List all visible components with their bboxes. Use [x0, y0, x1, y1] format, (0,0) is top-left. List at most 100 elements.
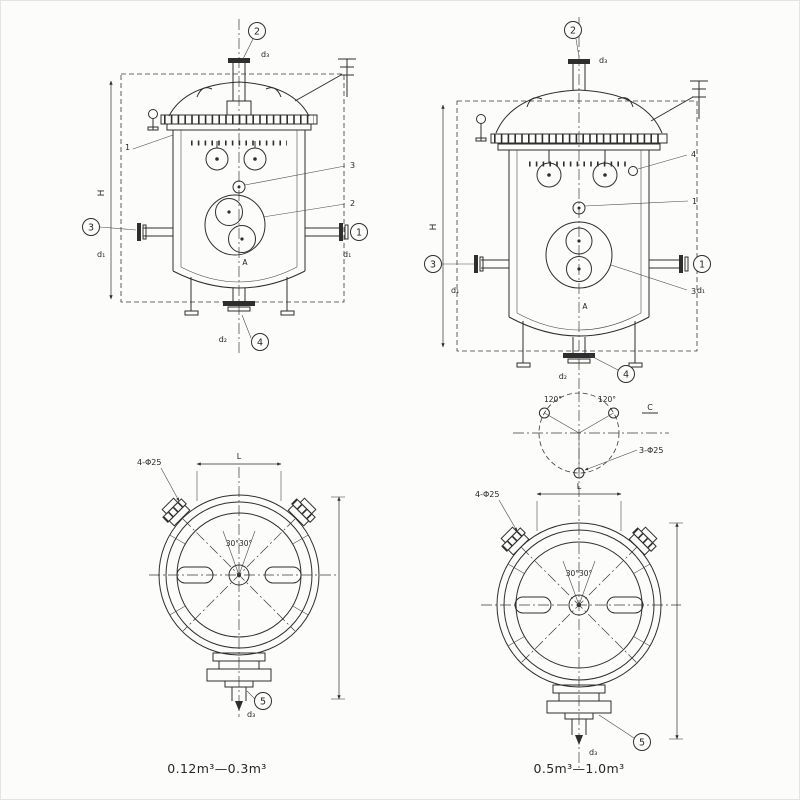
callout-4-label: 4	[257, 338, 263, 349]
top-nozzle	[226, 58, 252, 116]
callout-balloon-3: 3	[82, 218, 137, 236]
sight-glasses	[205, 141, 267, 171]
bolt-circle-detail: 120° 120° C 3-Φ25	[513, 392, 669, 479]
left-vessel-elevation: H 1 3 2 2 3 1 4 d₃ d₁ d₁ d₂ A	[82, 19, 368, 353]
center-fitting	[232, 180, 246, 194]
captions: 0.12m³—0.3m³ 0.5m³—1.0m³	[167, 761, 624, 776]
shoulder-valve	[147, 109, 159, 131]
dim-label-A: A	[242, 258, 248, 267]
bottom-head-and-skirt	[508, 312, 650, 368]
bolt-note-leader	[160, 467, 180, 502]
dim-label-30-30: 30°30°	[226, 539, 253, 548]
callout-balloon-2: 2	[564, 21, 582, 58]
bottom-head-and-skirt	[172, 266, 306, 316]
dim-label-d3-outlet: d₃	[247, 710, 255, 719]
bolt-note-4-phi25: 4-Φ25	[137, 458, 161, 467]
callout-3-label: 3	[88, 223, 94, 234]
callout-balloon-5: 5	[598, 714, 651, 751]
manhole	[545, 221, 613, 289]
left-side-nozzle	[474, 255, 509, 273]
shell	[508, 150, 650, 317]
right-side-nozzle	[305, 223, 349, 241]
handhole-slot-left	[514, 596, 552, 614]
dim-label-d2-bottom: d₂	[219, 335, 227, 344]
side-dimension	[331, 496, 345, 700]
body-flange	[160, 114, 318, 131]
rim-spokes	[169, 534, 309, 616]
part-leaders	[584, 154, 689, 291]
dim-label-d3-outlet: d₃	[589, 748, 597, 757]
length-dimension	[196, 462, 282, 501]
manhole	[204, 194, 266, 256]
part-number-4: 4	[691, 150, 696, 159]
dim-label-H: H	[97, 190, 107, 197]
dim-label-120-right: 120°	[598, 395, 616, 404]
callout-balloon-1: 1	[693, 255, 711, 273]
dim-label-L: L	[577, 482, 582, 491]
dim-label-30-30: 30°30°	[566, 569, 593, 578]
top-nozzle	[568, 59, 590, 90]
plan-circles	[496, 522, 662, 688]
plan-nozzle-upper-left	[161, 497, 191, 527]
section-label-C: C	[647, 403, 653, 412]
bottom-nozzle	[563, 337, 595, 364]
rim-spokes	[507, 563, 651, 647]
dome-head	[495, 89, 663, 134]
length-dimension	[536, 492, 622, 531]
dim-label-d3-top: d₃	[261, 50, 269, 59]
bolt-note-4-phi25: 4-Φ25	[475, 490, 499, 499]
part-number-1: 1	[125, 143, 130, 152]
bottom-nozzle	[223, 288, 255, 312]
callout-balloon-3: 3	[424, 255, 474, 273]
part-number-2: 2	[350, 199, 355, 208]
right-capacity-caption: 0.5m³—1.0m³	[533, 761, 624, 776]
callout-1-label: 1	[356, 228, 362, 239]
callout-5-label: 5	[639, 738, 645, 749]
bottom-outlet-stack	[546, 684, 612, 745]
callout-balloon-4: 4	[588, 354, 635, 383]
handhole-slot-right	[606, 596, 644, 614]
part-number-3: 3	[691, 287, 696, 296]
callout-balloon-4: 4	[241, 314, 269, 351]
dim-label-A: A	[582, 302, 588, 311]
body-flange	[490, 133, 668, 151]
bolt-note-3-phi25: 3-Φ25	[639, 446, 663, 455]
callout-balloon-1: 1	[350, 223, 368, 241]
left-vessel-plan: 30°30° 4-Φ25 L 5 d₃	[137, 452, 345, 719]
vent-pipe-assembly	[294, 58, 356, 102]
callout-4-label: 4	[623, 370, 629, 381]
sight-glasses	[536, 150, 638, 188]
dim-label-H: H	[429, 224, 439, 231]
bolt-note-leader	[584, 449, 638, 471]
handhole-slot-right	[264, 566, 302, 584]
bottom-outlet-stack	[206, 652, 272, 711]
dim-label-L: L	[237, 452, 242, 461]
angle-rays	[562, 560, 596, 606]
dim-label-d2-bottom: d₂	[559, 372, 567, 381]
angle-rays	[222, 530, 256, 576]
shoulder-valve	[475, 114, 487, 142]
callout-balloon-5: 5	[246, 690, 272, 710]
left-side-nozzle	[137, 223, 173, 241]
right-vessel-plan: 30°30° 4-Φ25 L 5 d₃	[475, 391, 683, 769]
right-side-nozzle	[649, 255, 689, 273]
left-capacity-caption: 0.12m³—0.3m³	[167, 761, 266, 776]
handhole-slot-left	[176, 566, 214, 584]
dim-label-d1-left: d₁	[97, 250, 105, 259]
part-number-3: 3	[350, 161, 355, 170]
callout-1-label: 1	[699, 260, 705, 271]
callout-2-label: 2	[254, 27, 260, 38]
callout-2-label: 2	[570, 26, 576, 37]
shell	[172, 130, 306, 271]
callout-balloon-2: 2	[242, 22, 266, 60]
jacket-dashed-outline	[120, 73, 345, 303]
part-leaders	[132, 134, 346, 218]
callout-3-label: 3	[430, 260, 436, 271]
jacket-dashed-outline	[456, 100, 698, 352]
right-vessel-elevation: H 4 1 3 2 3 1 4 d₃ d₁ d₁ d₂ A	[424, 17, 711, 389]
plan-nozzle-upper-right	[628, 526, 658, 556]
dim-label-d3-top: d₃	[599, 56, 607, 65]
plan-nozzle-upper-right	[287, 497, 317, 527]
